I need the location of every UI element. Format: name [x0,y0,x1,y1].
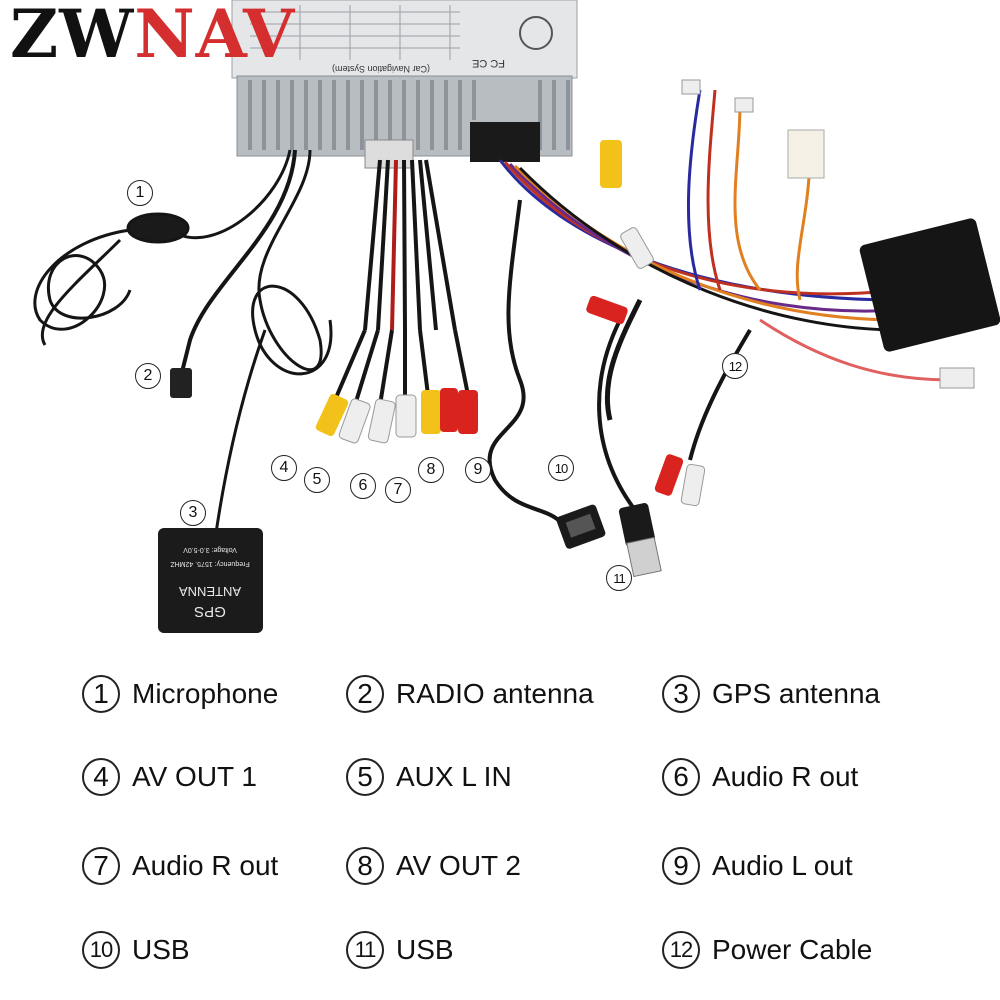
legend-label: AV OUT 1 [132,761,258,792]
brand-part-2: NAV [134,0,296,73]
legend-number: 4 [82,758,120,796]
callout-3: 3 [180,500,206,526]
power-cable-harness [498,79,1000,507]
legend-item-8: 8 AV OUT 2 [346,844,521,888]
legend-number: 8 [346,847,384,885]
connector-legend: 1 Microphone 2 RADIO antenna 3 GPS anten… [0,660,1000,1000]
legend-label: Audio R out [712,761,859,792]
legend-label: RADIO antenna [396,678,594,709]
gps-cable [213,149,333,541]
brand-part-1: ZW [10,0,135,73]
legend-number: 5 [346,758,384,796]
legend-item-6: 6 Audio R out [662,755,858,799]
callout-5: 5 [304,467,330,493]
legend-item-5: 5 AUX L IN [346,755,512,799]
legend-item-12: 12 Power Cable [662,928,872,972]
callout-12: 12 [722,353,748,379]
legend-item-4: 4 AV OUT 1 [82,755,257,799]
fcc-label: FC CE [472,57,505,69]
callout-8: 8 [418,457,444,483]
legend-number: 9 [662,847,700,885]
legend-label: USB [132,934,190,965]
wiring-harness-photo: FC CE (Car Navigation System) [33,0,1000,633]
legend-number: 1 [82,675,120,713]
callout-1: 1 [127,180,153,206]
legend-item-10: 10 USB [82,928,190,972]
legend-number: 11 [346,931,384,969]
legend-label: USB [396,934,454,965]
legend-label: Audio R out [132,850,279,881]
microphone-cable [33,149,292,346]
gps-label-3: Frequency: 1575. 42MHZ [170,560,250,567]
legend-number: 12 [662,931,700,969]
legend-item-3: 3 GPS antenna [662,672,880,716]
gps-label-2: ANTENNA [179,584,241,599]
gps-label-1: GPS [194,603,226,620]
usb-cable-10 [487,199,606,549]
callout-4: 4 [271,455,297,481]
callout-11: 11 [606,565,632,591]
legend-label: Power Cable [712,934,873,965]
usb-cable-11 [597,319,662,578]
legend-item-9: 9 Audio L out [662,844,853,888]
radio-antenna-cable [170,149,297,398]
gps-antenna-module: GPS ANTENNA Frequency: 1575. 42MHZ Volta… [158,528,263,633]
head-unit-chassis: FC CE (Car Navigation System) [231,0,578,169]
callout-7: 7 [385,477,411,503]
legend-label: Audio L out [712,850,853,881]
callout-2: 2 [135,363,161,389]
legend-item-1: 1 Microphone [82,672,278,716]
gps-label-4: Voltage: 3.0-5.0V [183,546,237,553]
callout-9: 9 [465,457,491,483]
legend-number: 7 [82,847,120,885]
legend-number: 3 [662,675,700,713]
callout-10: 10 [548,455,574,481]
legend-label: AV OUT 2 [396,850,522,881]
callout-6: 6 [350,473,376,499]
legend-item-7: 7 Audio R out [82,844,278,888]
legend-label: GPS antenna [712,678,881,709]
legend-item-2: 2 RADIO antenna [346,672,594,716]
legend-label: AUX L IN [396,761,512,792]
legend-item-11: 11 USB [346,928,454,972]
system-label: (Car Navigation System) [332,64,430,74]
legend-number: 2 [346,675,384,713]
rca-cable-bundle [315,159,478,444]
legend-number: 6 [662,758,700,796]
legend-number: 10 [82,931,120,969]
legend-label: Microphone [132,678,279,709]
